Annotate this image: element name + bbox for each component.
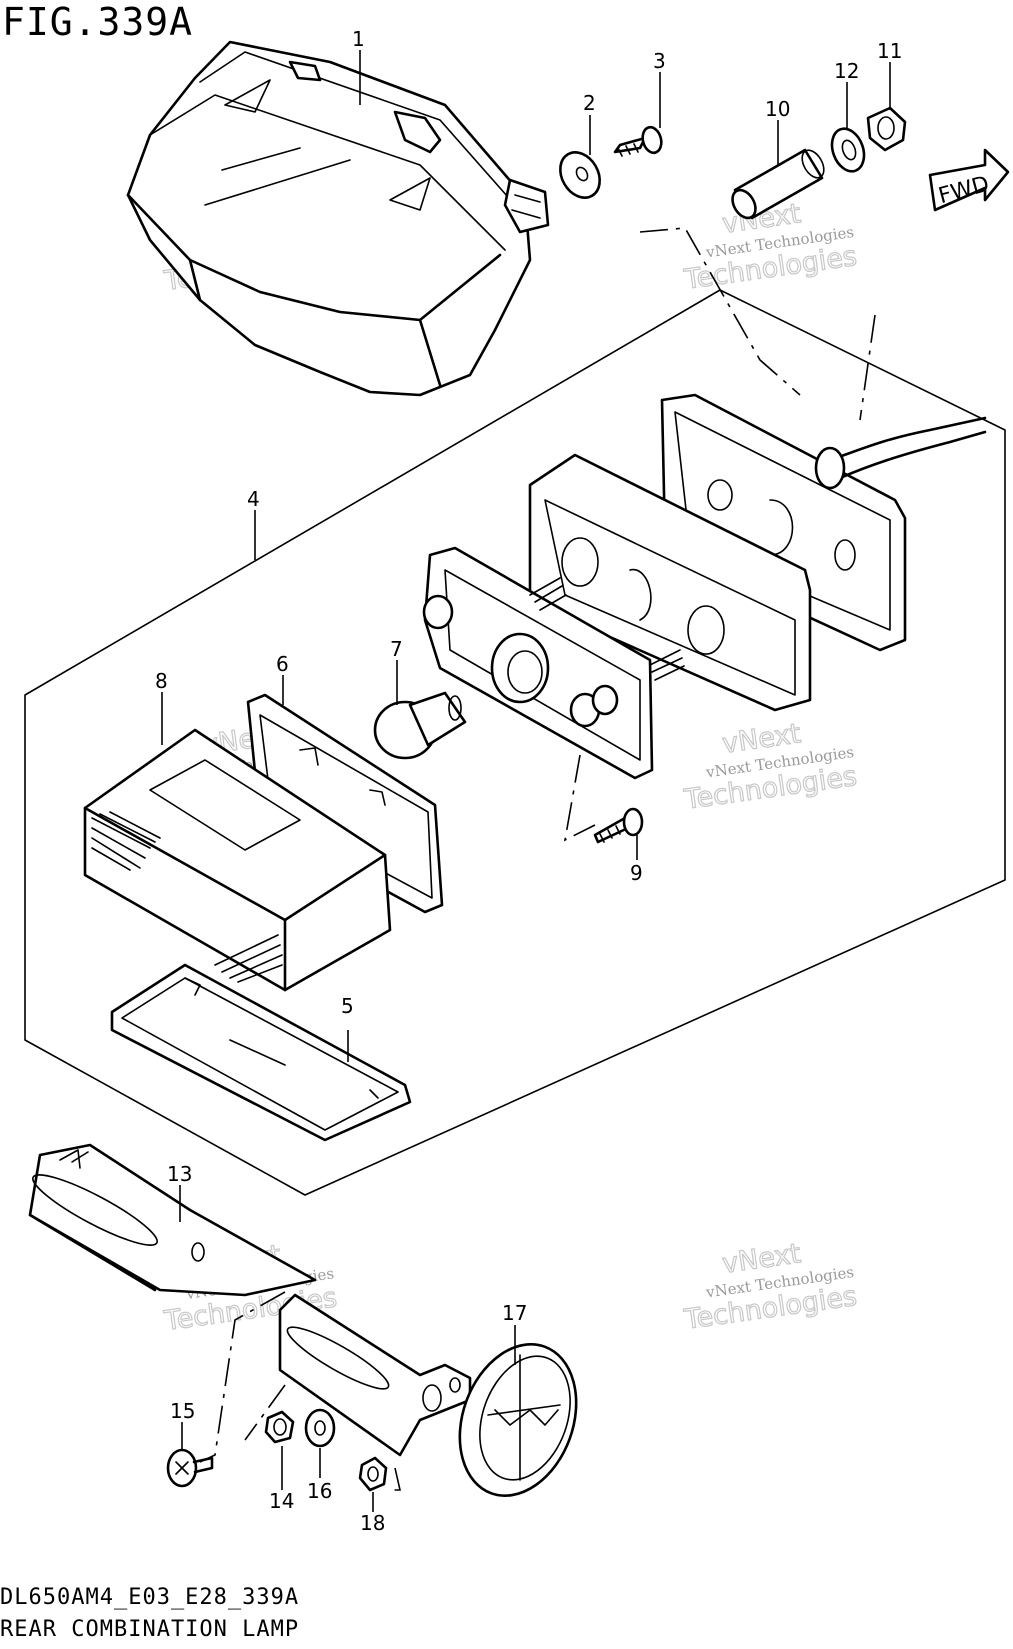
callout-14[interactable]: 14	[269, 1489, 294, 1513]
part-16-washer[interactable]	[304, 1408, 336, 1448]
part-17-reflector[interactable]	[440, 1328, 597, 1512]
figure-id: FIG.339A	[2, 0, 194, 44]
part-4-socket-holder[interactable]	[422, 546, 685, 780]
guide-line	[859, 314, 876, 421]
callout-11[interactable]: 11	[877, 39, 902, 63]
watermark: Technologies vNext Technologies vNext	[681, 1238, 859, 1337]
part-2-washer[interactable]	[552, 145, 607, 205]
part-15-screw[interactable]	[166, 1448, 214, 1488]
figure-title: REAR COMBINATION LAMP	[0, 1617, 300, 1642]
figure-code: DL650AM4_E03_E28_339A	[0, 1585, 300, 1610]
part-13-bracket[interactable]	[27, 1143, 317, 1297]
callout-8[interactable]: 8	[155, 669, 168, 693]
callout-15[interactable]: 15	[170, 1399, 195, 1423]
guide-line	[563, 754, 596, 842]
callout-2[interactable]: 2	[583, 91, 596, 115]
part-8-lens[interactable]	[83, 728, 392, 992]
callout-17[interactable]: 17	[502, 1301, 527, 1325]
part-18-nut[interactable]	[358, 1456, 388, 1492]
watermark: Technologies vNext Technologies vNext	[681, 718, 859, 817]
part-9-screw[interactable]	[593, 807, 644, 844]
callout-18[interactable]: 18	[360, 1511, 385, 1535]
part-14-nut[interactable]	[264, 1410, 295, 1444]
guide-line	[199, 1291, 286, 1463]
callout-9[interactable]: 9	[630, 861, 643, 885]
callout-labels: 1 2 3 4 5 6 7 8 9 10 11 12 13 14 15 16 1…	[155, 27, 902, 1535]
callout-leaders	[161, 50, 891, 1512]
part-10-collar[interactable]	[728, 147, 828, 222]
part-1-rear-lamp-housing[interactable]	[126, 40, 550, 397]
callout-4[interactable]: 4	[247, 487, 260, 511]
callout-6[interactable]: 6	[276, 652, 289, 676]
callout-12[interactable]: 12	[834, 59, 859, 83]
part-3-screw[interactable]	[613, 125, 664, 157]
part-5-license-lens[interactable]	[110, 963, 412, 1142]
callout-7[interactable]: 7	[390, 637, 403, 661]
part-7-bulb[interactable]	[373, 691, 467, 760]
callout-3[interactable]: 3	[653, 49, 666, 73]
guide-line	[639, 227, 801, 396]
callout-1[interactable]: 1	[352, 27, 365, 51]
part-13-lower-bracket[interactable]	[278, 1293, 472, 1457]
callout-5[interactable]: 5	[341, 994, 354, 1018]
guide-line	[388, 1467, 402, 1491]
part-12-washer[interactable]	[826, 124, 869, 176]
guide-line	[244, 1384, 286, 1441]
fwd-arrow: FWD	[928, 148, 1010, 212]
callout-10[interactable]: 10	[765, 97, 790, 121]
part-11-nut[interactable]	[866, 106, 907, 152]
callout-13[interactable]: 13	[167, 1162, 192, 1186]
callout-16[interactable]: 16	[307, 1479, 332, 1503]
